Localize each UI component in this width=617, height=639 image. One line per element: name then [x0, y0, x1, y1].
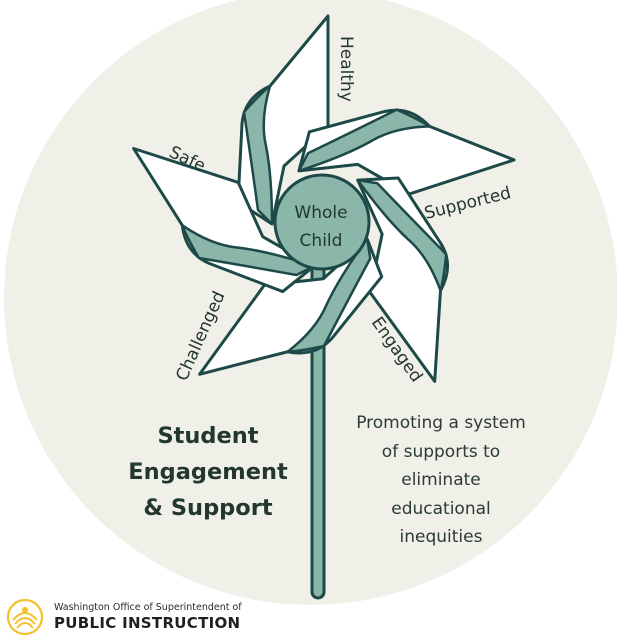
footer-agency-name: PUBLIC INSTRUCTION	[54, 614, 241, 632]
blade-supported	[297, 108, 516, 196]
title-line2: Engagement	[128, 459, 288, 485]
hub-label-line1: Whole	[294, 203, 347, 223]
pinwheel-hub	[273, 173, 371, 271]
label-healthy: Healthy	[336, 36, 356, 102]
tagline-line4: educational	[391, 498, 491, 519]
footer-text: Washington Office of Superintendent of P…	[54, 601, 242, 633]
tagline-block: Promoting a system of supports to elimin…	[336, 409, 546, 552]
blade-safe	[132, 146, 316, 294]
pinwheel-blades	[132, 14, 516, 383]
tagline-line2: of supports to	[381, 441, 501, 462]
title-line1: Student	[157, 423, 259, 449]
tagline-line3: eliminate	[401, 470, 481, 490]
title-line3: & Support	[143, 495, 273, 521]
title-block: Student Engagement & Support	[108, 418, 308, 526]
footer-agency-line: Washington Office of Superintendent of	[54, 602, 242, 613]
tagline-line1: Promoting a system	[356, 413, 526, 433]
ospi-logo-icon	[6, 598, 44, 636]
tagline-line5: inequities	[399, 527, 483, 547]
footer-branding: Washington Office of Superintendent of P…	[6, 598, 242, 636]
hub-label-line2: Child	[300, 231, 343, 251]
